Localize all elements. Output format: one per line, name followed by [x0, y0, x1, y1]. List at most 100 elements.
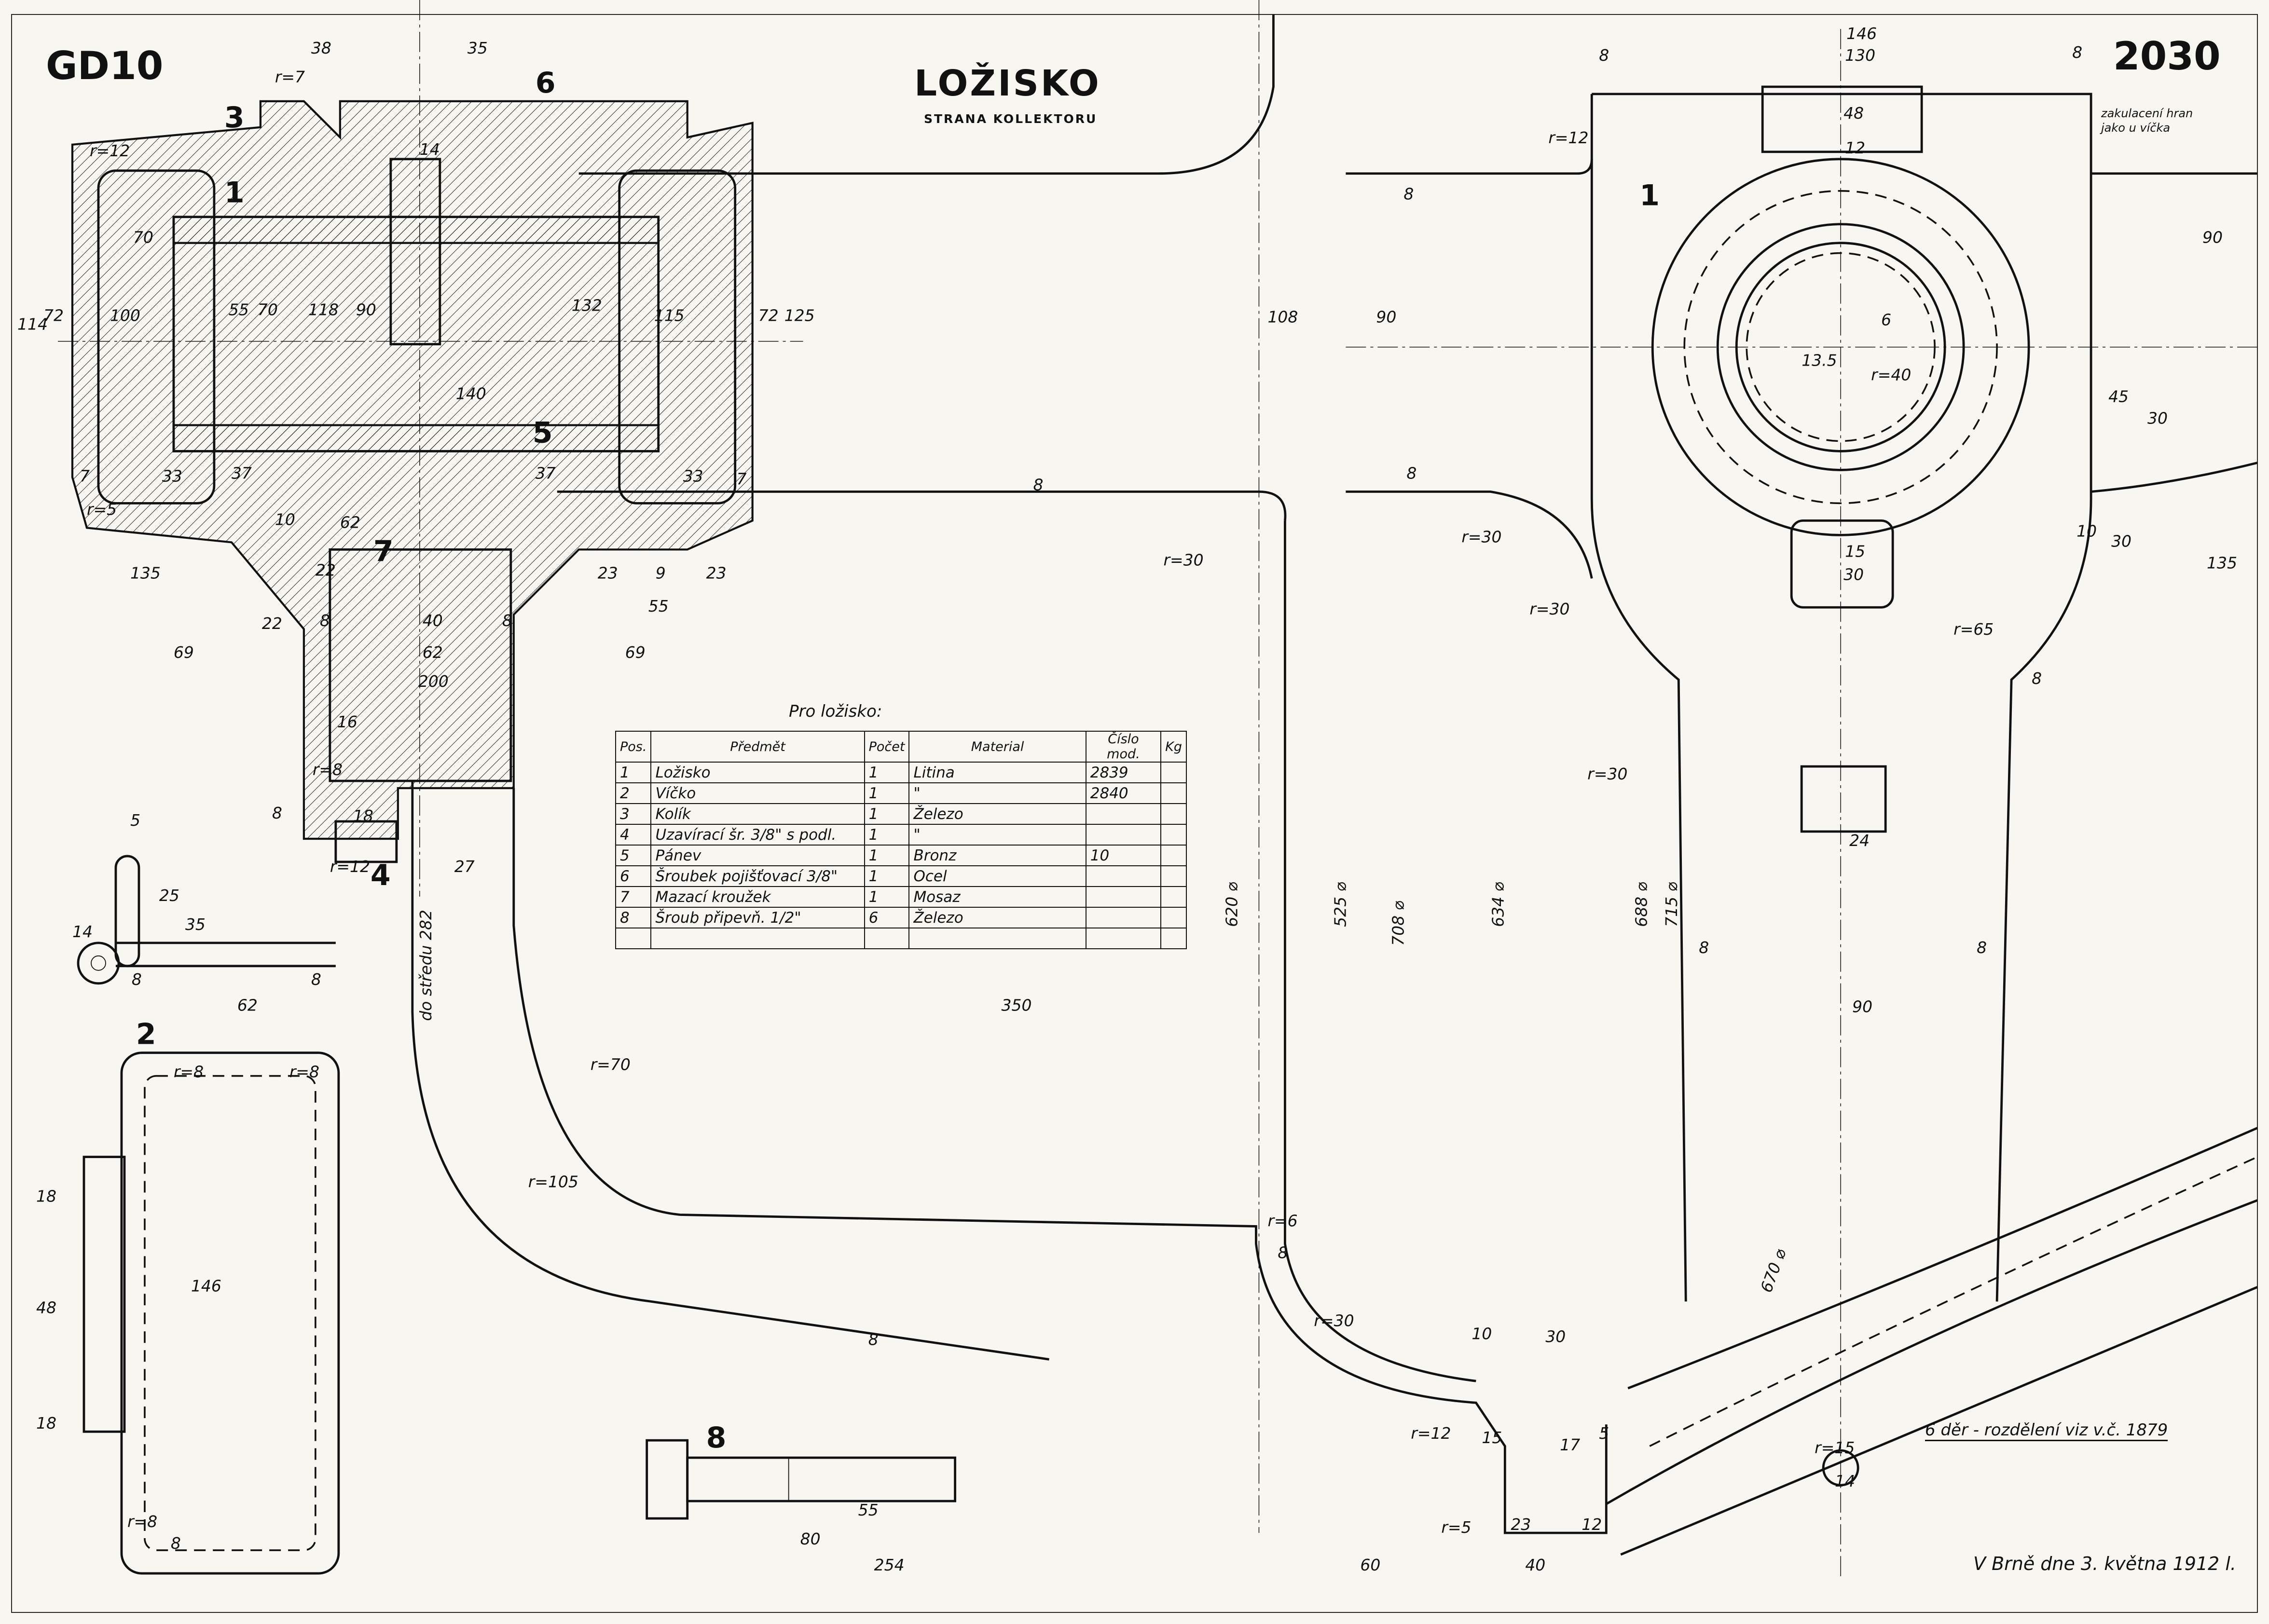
cell: Bronz	[908, 845, 1086, 866]
dimension: r=7	[275, 68, 305, 86]
dimension: 634 ⌀	[1488, 882, 1507, 927]
cell	[1160, 824, 1187, 846]
dimension: 62	[237, 996, 258, 1015]
dimension: 18	[353, 806, 373, 825]
dimension: 8	[272, 804, 282, 822]
dimension: r=12	[1548, 128, 1588, 147]
dimension: 8	[320, 611, 330, 630]
dimension: 8	[1599, 46, 1609, 65]
dimension: 100	[110, 306, 140, 325]
dimension: 90	[1852, 997, 1872, 1016]
dimension: r=30	[1163, 550, 1203, 569]
cover-part	[77, 855, 340, 1575]
dimension: 13.5	[1801, 351, 1837, 370]
dimension: 22	[316, 560, 336, 579]
dimension: r=6	[1267, 1211, 1297, 1230]
dimension: 8	[1033, 475, 1044, 494]
dimension: 146	[191, 1276, 221, 1295]
dimension: 8	[2072, 43, 2082, 62]
column-header: Kg	[1160, 731, 1187, 763]
cell	[1160, 762, 1187, 783]
parts-table: Pos. Předmět Počet Material Číslo mod. K…	[615, 731, 1187, 949]
dimension: 23	[706, 563, 727, 582]
dimension: r=40	[1871, 366, 1911, 384]
dimension: 23	[598, 563, 618, 582]
dimension: r=8	[289, 1063, 319, 1081]
dimension: 23	[1511, 1515, 1531, 1534]
table-row-empty	[615, 928, 1187, 949]
cell: 1	[864, 886, 910, 908]
dimension: r=30	[1461, 527, 1501, 546]
part-labels: 1 1 2 3 4 5 6 7 8	[136, 66, 1660, 1455]
side-view	[1346, 28, 2258, 1577]
dimension: 115	[654, 306, 685, 325]
dimension: 18	[36, 1187, 56, 1206]
dimension: 8	[1977, 938, 1987, 957]
dimension: 90	[2202, 228, 2223, 247]
dimension: 146	[1846, 24, 1877, 43]
cell	[1085, 865, 1162, 887]
dimension: 708 ⌀	[1389, 901, 1407, 945]
cell: 10	[1085, 845, 1162, 866]
drawing-title: LOŽISKO	[914, 63, 1101, 104]
dimension: r=30	[1529, 600, 1569, 618]
column-header: Pos.	[615, 731, 652, 763]
cell: 2	[615, 782, 652, 804]
cell: 1	[864, 782, 910, 804]
dimension: r=12	[330, 857, 370, 876]
cell: "	[908, 782, 1086, 804]
dimension: 10	[275, 510, 295, 529]
cell	[1160, 907, 1187, 928]
parts-list-heading: Pro ložisko:	[789, 702, 882, 721]
dimension: 16	[337, 712, 358, 731]
cell: 1	[864, 865, 910, 887]
dimension: 8	[171, 1534, 181, 1553]
dimension: 69	[174, 643, 194, 662]
cell: 1	[864, 845, 910, 866]
dimension: 8	[1278, 1243, 1288, 1262]
dimension: r=12	[90, 141, 130, 160]
dimension: 55	[229, 300, 249, 319]
edge-rounding-note: zakulacení hran jako u víčka	[2101, 107, 2193, 135]
dimension: 7	[737, 469, 747, 488]
cell	[1160, 803, 1187, 825]
dimension: 90	[356, 300, 376, 319]
dimension: 90	[1376, 308, 1396, 327]
dimension: 125	[784, 306, 815, 325]
part-label: 3	[224, 101, 245, 135]
dimension: 8	[311, 970, 321, 989]
dimension: 8	[1403, 185, 1414, 204]
dimension: 8	[132, 970, 142, 989]
dimension: 5	[1599, 1424, 1609, 1443]
column-header: Počet	[864, 731, 910, 763]
section-view	[57, 0, 803, 897]
dimension: 25	[159, 886, 179, 905]
dimension: 114	[17, 315, 48, 334]
dimension: 15	[1845, 542, 1865, 560]
part-label: 2	[136, 1018, 156, 1051]
dimension: 12	[1581, 1515, 1602, 1534]
cell: Víčko	[650, 782, 865, 804]
dimension: 33	[683, 466, 703, 485]
dimension: 48	[36, 1298, 56, 1317]
cell: Kolík	[650, 803, 865, 825]
part-label: 4	[371, 859, 391, 892]
dimension-labels: 38 35 r=7 146 130 8 8 48 12 r=12 r=12 70…	[17, 24, 2237, 1574]
dimension: 40	[423, 611, 443, 630]
cell	[1160, 782, 1187, 804]
dimension: 69	[625, 643, 646, 662]
dimension: 132	[572, 296, 602, 315]
cell: 8	[615, 907, 652, 928]
dimension: r=5	[1441, 1518, 1471, 1537]
cell: Šroub připevň. 1/2"	[650, 907, 865, 928]
cell: 4	[615, 824, 652, 846]
dimension: 118	[308, 300, 339, 319]
dimension: r=70	[591, 1055, 631, 1074]
part-label: 1	[1639, 179, 1660, 213]
